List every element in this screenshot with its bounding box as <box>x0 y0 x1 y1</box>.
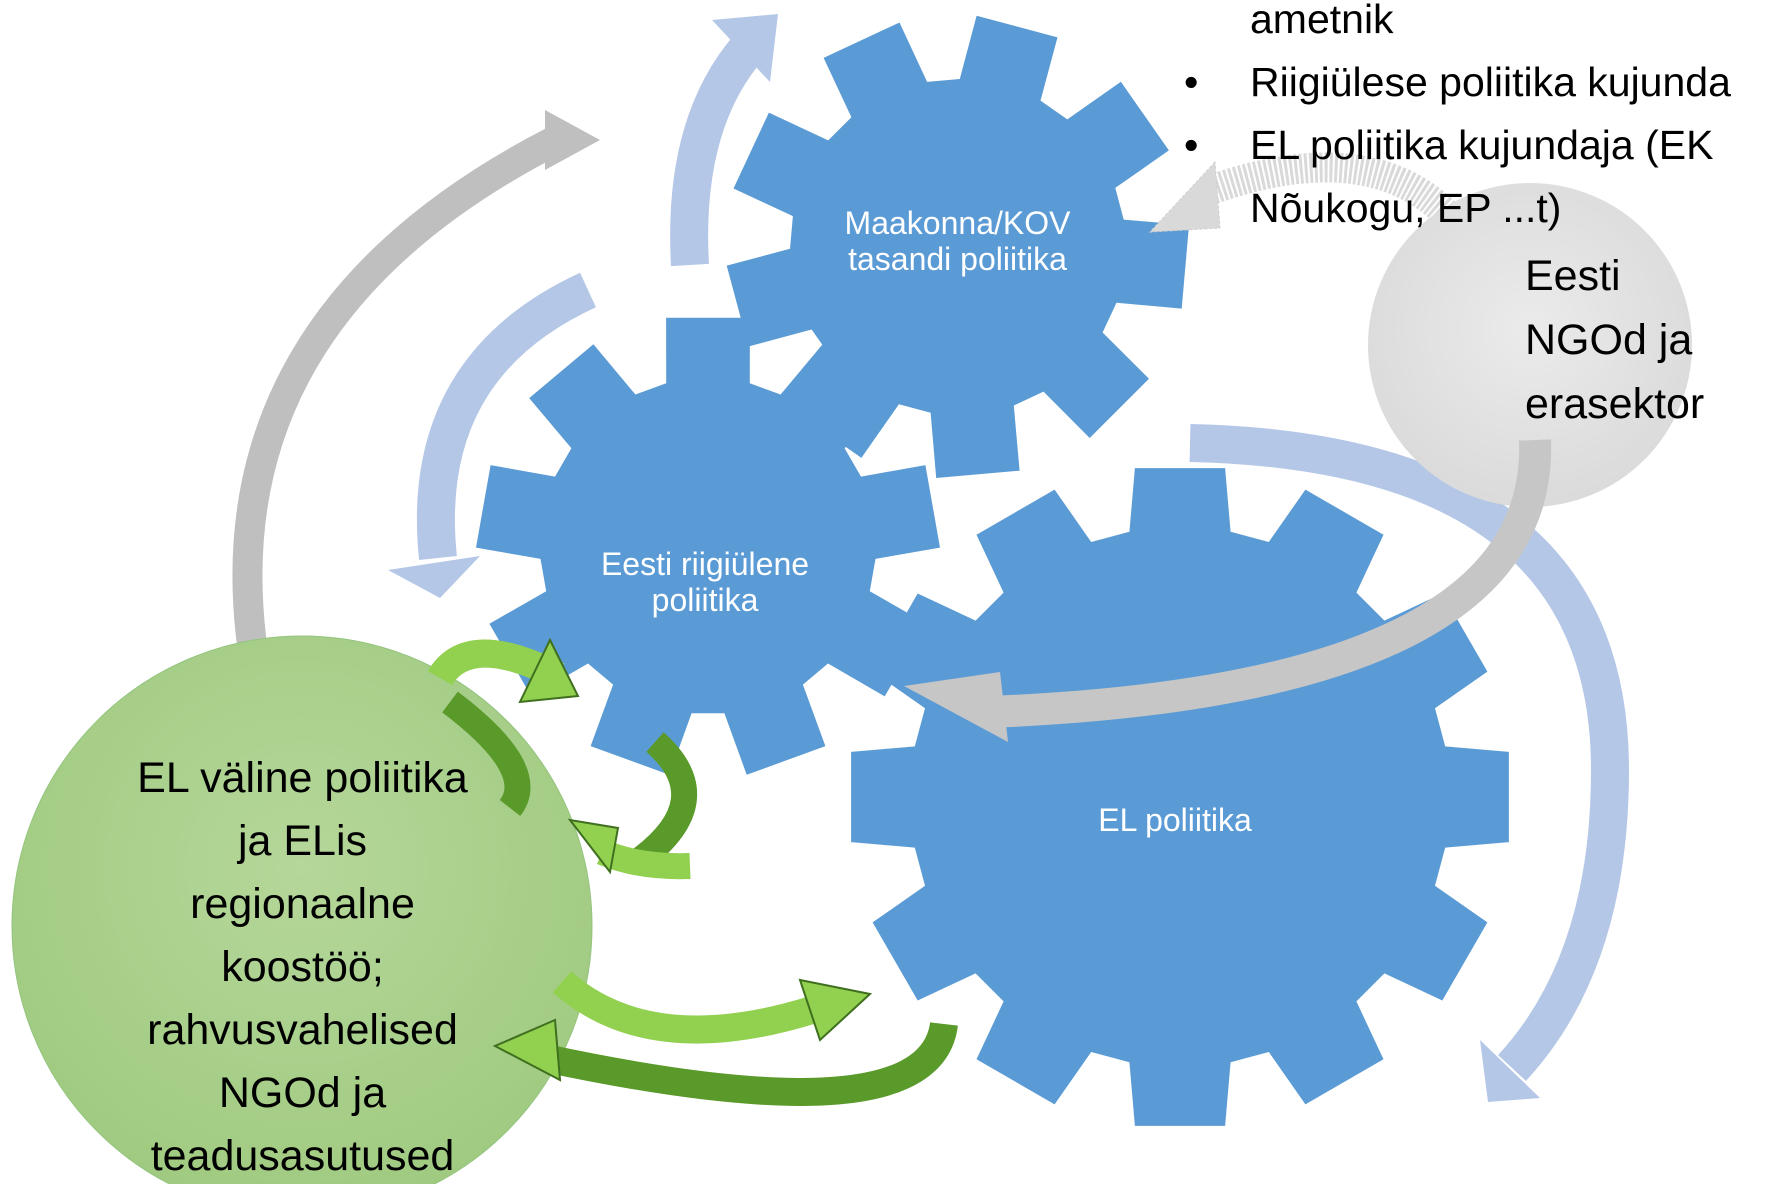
national-gear-label: Eesti riigiülene poliitika <box>600 546 810 618</box>
eu-gear <box>851 468 1509 1126</box>
green-arrow-loop <box>567 732 698 880</box>
bullet-line-1: •Riigiülese poliitika kujunda <box>1184 51 1731 114</box>
blue-arrow-top <box>670 14 778 267</box>
county-gear-label: Maakonna/KOV tasandi poliitika <box>844 205 1071 277</box>
external-policy-circle <box>11 635 593 1189</box>
role-bullet-list: ametnik •Riigiülese poliitika kujunda •E… <box>1184 0 1731 240</box>
green-arrow-from-national <box>442 691 531 817</box>
external-policy-circle-label: EL väline poliitika ja ELis regionaalne … <box>137 754 468 1180</box>
green-arrow-from-eu <box>492 1018 958 1106</box>
eu-gear-label: EL poliitika <box>1098 802 1252 838</box>
bullet-line-3: Nõukogu, EP ...t) <box>1250 185 1562 231</box>
ngo-circle <box>1368 183 1692 507</box>
national-gear <box>476 317 940 775</box>
bullet-line-2: •EL poliitika kujundaja (EK <box>1184 114 1731 177</box>
blue-arrow-right <box>1189 424 1630 1102</box>
green-arrow-to-national <box>427 637 580 704</box>
gray-arrow-left <box>232 110 600 706</box>
blue-arrow-left <box>388 272 597 598</box>
gray-arrow-ngo <box>904 439 1552 742</box>
green-arrow-to-eu <box>552 971 873 1044</box>
bullet-icon: • <box>1184 59 1199 105</box>
gears-layer <box>476 15 1509 1126</box>
ngo-circle-label: Eesti NGOd ja erasektor <box>1525 252 1705 428</box>
bullet-line-0: ametnik <box>1250 0 1394 42</box>
bullet-icon: • <box>1184 122 1199 168</box>
